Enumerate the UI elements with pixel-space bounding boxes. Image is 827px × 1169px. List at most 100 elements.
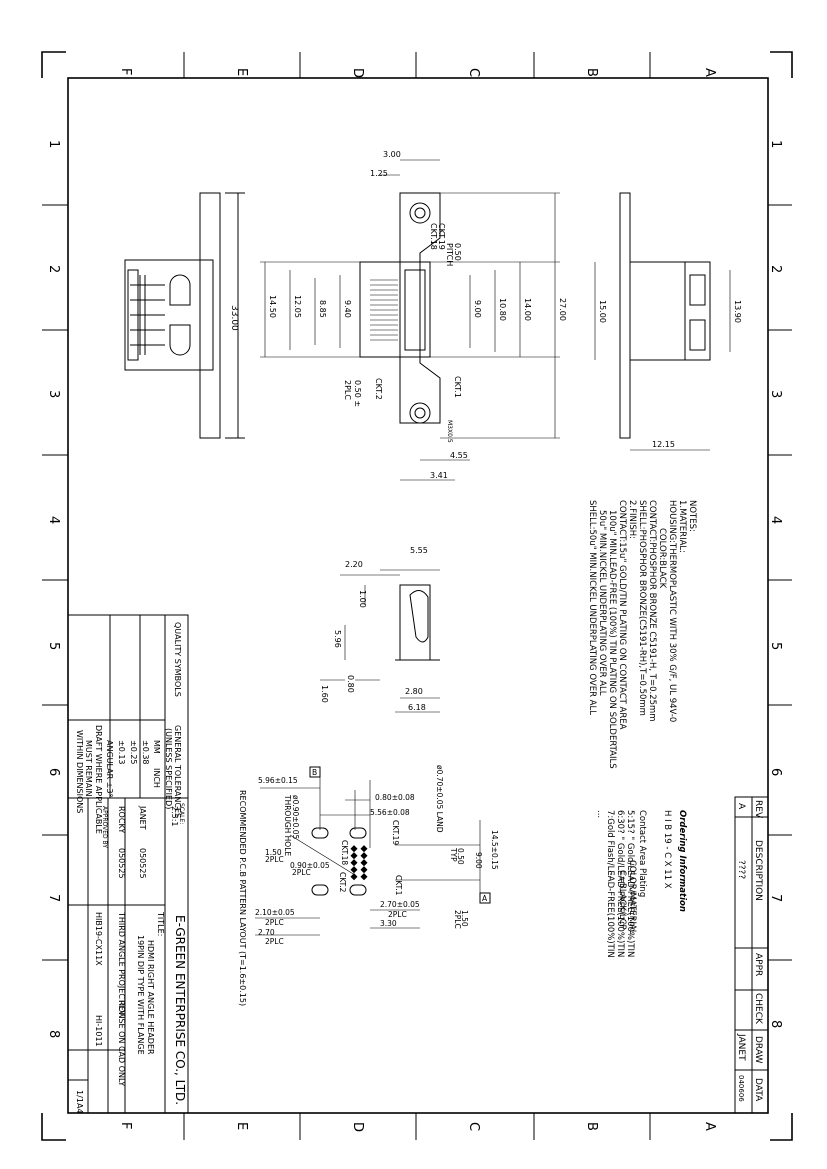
- profile-view: [320, 569, 440, 713]
- col-label: 5: [46, 642, 61, 650]
- dim-label: 15.00: [598, 300, 607, 323]
- tol-row: ±0.38: [141, 740, 150, 765]
- pcb-caption: RECOMMENDED P.C.B PATTERN LAYOUT (T=1.6±…: [238, 790, 247, 1006]
- title-block: [67, 614, 189, 1114]
- notes-line: SHELL:PHOSPHOR BRONZE(C5191-RH),T=0.50mm: [637, 500, 647, 716]
- frame: [41, 51, 793, 1141]
- dim-label: 12.05: [293, 295, 302, 318]
- quality-symbols: QUALITY SYMBOLS: [173, 622, 182, 697]
- rev-cell: ????: [736, 860, 746, 879]
- dim-label: 2.70: [258, 928, 275, 937]
- dim-label: 0.50 ±: [353, 380, 362, 407]
- ordering-title: Ordering Information: [677, 810, 687, 912]
- scale-label: SCALE:: [178, 803, 185, 824]
- title-line1: HDMI RIGHT ANGLE HEADER: [146, 940, 155, 1055]
- approved-label: APPROVED BY: [101, 806, 108, 848]
- dim-label: 2PLC: [292, 868, 311, 877]
- profile-dims: 5.55 2.20 1.00 5.96 0.80 1.60 2.80 6.18: [320, 546, 428, 712]
- checked-value: ROCKY: [117, 806, 126, 833]
- drawn-date: 050525: [138, 848, 147, 879]
- dim-label: 9.00: [474, 852, 483, 869]
- notes-line: HOUSING:THERMOPLASTIC WITH 30% G/F, UL 9…: [667, 500, 677, 722]
- dim-label: TYP: [449, 847, 458, 862]
- row-label: C: [466, 1122, 481, 1131]
- dim-label: 2.20: [345, 560, 363, 569]
- pcb-pattern: [255, 766, 491, 936]
- row-label: B: [584, 1122, 599, 1131]
- col-label: 8: [768, 1020, 783, 1028]
- dim-label: 0.90±0.05: [290, 861, 330, 870]
- dim-label: CKT.1: [453, 376, 462, 398]
- unit-inch: INCH: [152, 768, 161, 788]
- col-label: 6: [768, 768, 783, 776]
- ordering-color: C=BLACK/LCP: [617, 870, 627, 930]
- row-label: A: [702, 1122, 717, 1131]
- front-view: [260, 159, 560, 481]
- dim-label: 2PLC: [265, 855, 284, 864]
- ordering-plating: 7:Gold Flash/LEAD-FREE(100%)TIN: [605, 810, 615, 958]
- dim-label: CKT.2: [338, 872, 347, 893]
- front-dims: 3.00 1.25 0.50 PITCH CKT.19 CKT.18 14.50…: [268, 150, 567, 480]
- dim-label: PITCH: [445, 243, 454, 266]
- draft: DRAFT WHERE APPLICABLE: [94, 725, 103, 834]
- notes-line: SHELL:50u" MIN.NICKEL UNDERPLATING OVER …: [587, 500, 597, 715]
- dim-label: CKT.18: [340, 840, 349, 865]
- dim-label: THROUGH HOLE: [283, 794, 292, 856]
- dim-label: 3.41: [430, 471, 448, 480]
- notes-heading: NOTES:: [687, 500, 697, 532]
- rev-cell: 040606: [737, 1075, 745, 1102]
- col-label: 1: [46, 140, 61, 148]
- size-value: A4: [75, 1103, 84, 1114]
- drawn-value: JANET: [138, 805, 147, 830]
- dim-label: 10.80: [498, 298, 507, 321]
- dim-label: CKT.19: [391, 820, 400, 845]
- dim-label: 14.5±0.15: [490, 830, 499, 870]
- col-label: 4: [46, 516, 61, 524]
- checked-date: 050525: [117, 848, 126, 879]
- dim-label: 2.80: [405, 687, 423, 696]
- row-label: E: [234, 1122, 249, 1130]
- dim-label: CKT.2: [374, 378, 383, 400]
- row-label: F: [118, 1122, 133, 1129]
- dim-label: 0.50: [456, 848, 465, 865]
- col-label: 2: [768, 265, 783, 273]
- dim-label: 14.50: [268, 295, 277, 318]
- row-label: D: [350, 1122, 365, 1132]
- revise-note: REVISE ON CAD ONLY: [117, 1000, 126, 1086]
- title-block-text: QUALITY SYMBOLS GENERAL TOLERANCES (UNLE…: [75, 622, 187, 1114]
- must-remain: MUST REMAIN: [84, 740, 93, 797]
- dim-label: ø0.90±0.05: [291, 795, 300, 839]
- dim-label: 5.96: [333, 630, 342, 648]
- col-label: 3: [46, 390, 61, 398]
- dim-label: 5.96±0.15: [258, 776, 298, 785]
- ordering-dots: ...: [595, 810, 605, 818]
- dwg-value: HI-1011: [94, 1015, 103, 1047]
- tol-title: GENERAL TOLERANCES: [173, 725, 182, 818]
- within-dims: WITHIN DIMENSIONS: [75, 730, 84, 813]
- dim-label: 6.18: [408, 703, 426, 712]
- angular: ANGULAR ±3°: [105, 740, 114, 798]
- revision-table: [734, 796, 769, 1114]
- projection: THIRD ANGLE PROJECTION: [117, 911, 126, 1018]
- ordering-plating-title: Contact Area Plating: [637, 810, 647, 897]
- scale-value: 2.5:1: [170, 806, 179, 827]
- notes-line: CONTACT:15u" GOLD/TIN PLATING ON CONTACT…: [617, 500, 627, 730]
- dim-label: 3.30: [380, 919, 397, 928]
- rev-cell: A: [736, 803, 746, 810]
- row-label: F: [118, 68, 133, 75]
- dim-label: 0.80: [346, 675, 355, 693]
- dim-label: CKT.1: [394, 875, 403, 896]
- dim-label: A: [482, 894, 488, 903]
- dim-label: 33.00: [229, 305, 239, 331]
- dim-label: 9.40: [343, 300, 352, 318]
- col-label: 5: [768, 642, 783, 650]
- dim-label: 2PLC: [265, 937, 284, 946]
- dim-label: B: [312, 768, 317, 777]
- notes-line: 50u" MIN.NICKEL UNDERPLATING OVER ALL: [597, 510, 607, 696]
- dim-label: CKT.19: [437, 223, 446, 250]
- notes-line: CONTACT:PHOSPHOR BRONZE C5191-H, T=0.25m…: [647, 500, 657, 722]
- dim-label: 8.85: [318, 300, 327, 318]
- rev-cell: JANET: [736, 1033, 746, 1061]
- ordering-plating: 6:30? " Gold/LEAD-FREE(100%)TIN: [615, 810, 625, 957]
- rev-header: CHECK: [753, 993, 763, 1025]
